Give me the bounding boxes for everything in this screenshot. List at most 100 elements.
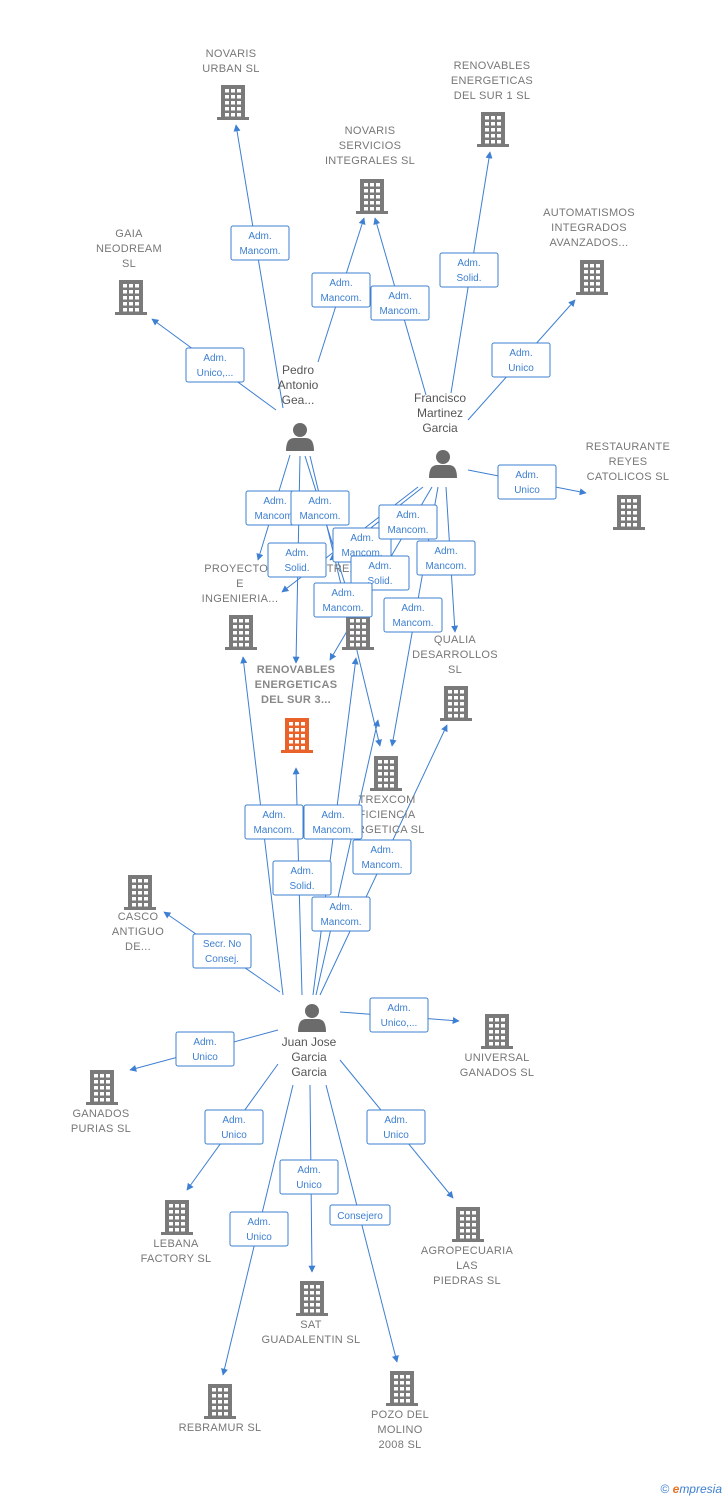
company-label-line: GANADOS SL [460, 1067, 535, 1079]
edge-label-juanjose-to-trex_a[interactable]: Adm.Mancom. [303, 804, 363, 840]
edge-label-box [311, 896, 371, 932]
edge-label-pedro-to-novaris_urban[interactable]: Adm.Mancom. [230, 225, 290, 261]
edge-label-francisco-to-renovables_sur3[interactable]: Adm.Solid. [350, 555, 410, 591]
edge-label-box [369, 997, 429, 1033]
brand-logo-text: mpresia [679, 1482, 722, 1496]
edge-label-francisco-to-qualia[interactable]: Adm.Mancom. [416, 540, 476, 576]
edge-label-line: Solid. [367, 576, 392, 587]
person-label-line: Garcia [422, 421, 458, 435]
company-label-line: LAS [456, 1260, 478, 1272]
company-label-line: UNIVERSAL [464, 1052, 529, 1064]
company-label-line: FACTORY SL [141, 1253, 212, 1265]
edge-label-line: Unico [514, 485, 540, 496]
edge-label-line: Adm. [457, 258, 480, 269]
edge-label-line: Mancom. [387, 525, 428, 536]
edge-label-pedro-to-gaia[interactable]: Adm.Unico,... [185, 347, 245, 383]
edge-label-juanjose-to-renovables_sur3[interactable]: Adm.Solid. [272, 860, 332, 896]
edge-label-line: Adm. [263, 496, 286, 507]
edge-label-pedro-to-trexcom[interactable]: Adm.Mancom. [332, 527, 392, 563]
edge-label-francisco-to-automatismos[interactable]: Adm.Unico [491, 342, 551, 378]
brand-watermark: © empresia [660, 1482, 722, 1496]
building-icon [217, 85, 249, 120]
company-label-line: ENERGETICAS [451, 75, 533, 87]
edge-label-pedro-to-renovables_sur3[interactable]: Adm.Solid. [267, 542, 327, 578]
edge-label-juanjose-to-lebana[interactable]: Adm.Unico [204, 1109, 264, 1145]
building-icon [440, 686, 472, 721]
edge-label-line: Adm. [331, 588, 354, 599]
company-label-line: DEL SUR 1 SL [454, 90, 531, 102]
edge-label-juanjose-to-ganados_purias[interactable]: Adm.Unico [175, 1031, 235, 1067]
edge-label-line: Mancom. [320, 917, 361, 928]
company-node-trex_a[interactable]: TREX [327, 563, 374, 650]
edge-label-text: Adm.Mancom. [320, 902, 361, 928]
company-label-line: DESARROLLOS [412, 649, 498, 661]
company-label-line: SL [122, 258, 136, 270]
edge-label-juanjose-to-trexcom[interactable]: Adm.Mancom. [311, 896, 371, 932]
edge-label-francisco-to-proyectos[interactable]: Adm.Mancom. [313, 582, 373, 618]
edge-label-text: Adm.Mancom. [392, 603, 433, 629]
company-label-line: ANTIGUO [112, 926, 164, 938]
edge-label-line: Unico [383, 1130, 409, 1141]
edge-label-text: Adm.Mancom. [299, 496, 340, 522]
edge-label-pedro-to-trex_a[interactable]: Adm.Mancom. [290, 490, 350, 526]
edge-label-pedro-to-proyectos[interactable]: Adm.Mancom. [245, 490, 305, 526]
edge-label-box [267, 542, 327, 578]
edge-label-francisco-to-trexcom[interactable]: Adm.Mancom. [383, 597, 443, 633]
edge-label-juanjose-to-rebramur[interactable]: Adm.Unico [229, 1211, 289, 1247]
edge-juanjose-to-trexcom [315, 719, 381, 996]
edge-label-text: Adm.Mancom. [322, 588, 363, 614]
company-label: UNIVERSAL GANADOS SL [460, 1052, 535, 1079]
company-label-line: SAT [300, 1319, 321, 1331]
edge-label-pedro-to-novaris_servicios[interactable]: Adm.Mancom. [311, 272, 371, 308]
person-icon [286, 423, 314, 451]
edge-label-juanjose-to-universal[interactable]: Adm.Unico,... [369, 997, 429, 1033]
building-icon [481, 1014, 513, 1049]
company-node-universal[interactable]: UNIVERSAL GANADOS SL [460, 1014, 535, 1079]
company-label-line: FICIENCIA [358, 809, 415, 821]
edge-label-text: Adm.Mancom. [253, 810, 294, 836]
company-label-line: PURIAS SL [71, 1123, 131, 1135]
edge-label-juanjose-to-sat[interactable]: Adm.Unico [279, 1159, 339, 1195]
edge-label-juanjose-to-proyectos[interactable]: Adm.Mancom. [244, 804, 304, 840]
edge-label-line: Adm. [401, 603, 424, 614]
edge-label-francisco-to-renovables_sur1[interactable]: Adm.Solid. [439, 252, 499, 288]
edge-label-juanjose-to-qualia[interactable]: Adm.Mancom. [352, 839, 412, 875]
company-label-line: SL [448, 664, 462, 676]
edge-label-francisco-to-novaris_servicios[interactable]: Adm.Mancom. [370, 285, 430, 321]
edge-label-juanjose-to-agropecuaria[interactable]: Adm.Unico [366, 1109, 426, 1145]
edge-label-line: Adm. [387, 1003, 410, 1014]
edge-label-line: Mancom. [361, 860, 402, 871]
edge-label-juanjose-to-pozo[interactable]: Consejero [329, 1204, 391, 1226]
edge-label-text: Adm.Unico,... [197, 353, 234, 379]
person-label-line: Garcia [291, 1065, 327, 1079]
building-icon [296, 1281, 328, 1316]
company-node-rebramur[interactable]: REBRAMUR SL [179, 1384, 262, 1434]
edge-label-box [383, 597, 443, 633]
edge-label-francisco-to-restaurante[interactable]: Adm.Unico [497, 464, 557, 500]
edge-label-line: Mancom. [253, 825, 294, 836]
edge-label-francisco-to-trex_a[interactable]: Adm.Mancom. [378, 504, 438, 540]
